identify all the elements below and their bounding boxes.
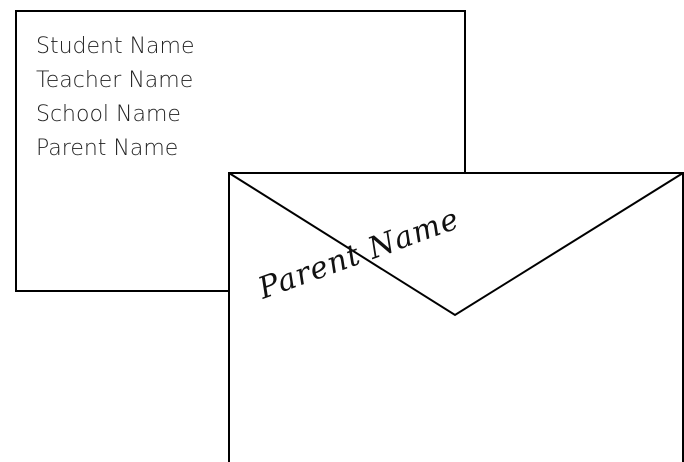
- card-line-school-name: School Name: [36, 98, 195, 132]
- envelope: Parent Name: [228, 172, 684, 462]
- card-line-student-name: Student Name: [36, 30, 195, 64]
- card-line-parent-name: Parent Name: [36, 132, 195, 166]
- card-line-teacher-name: Teacher Name: [36, 64, 195, 98]
- envelope-drawing: Parent Name: [228, 172, 684, 462]
- card-text-block: Student Name Teacher Name School Name Pa…: [36, 30, 195, 166]
